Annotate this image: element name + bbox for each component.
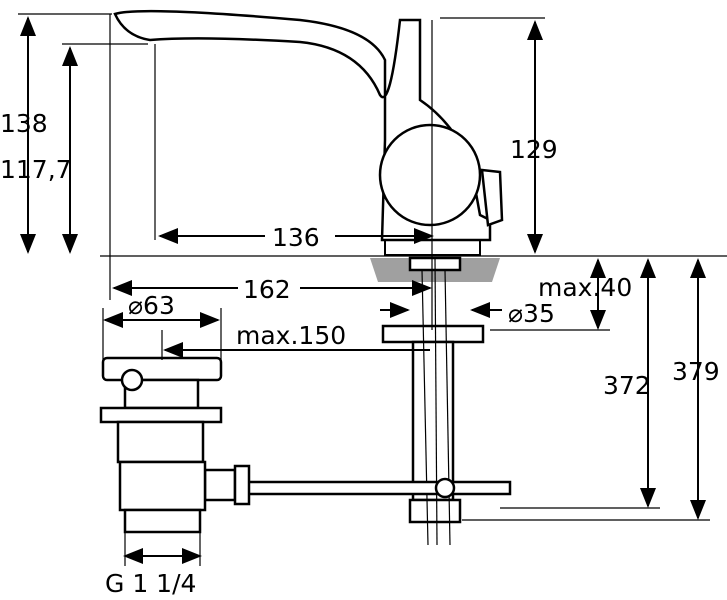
dim-162: 162 bbox=[243, 275, 291, 304]
dimension-lines bbox=[18, 13, 710, 566]
dim-max-150: max.150 bbox=[236, 321, 346, 350]
dim-max-40: max.40 bbox=[538, 273, 632, 302]
dim-372: 372 bbox=[603, 371, 651, 400]
dim-thread: G 1 1/4 bbox=[105, 569, 196, 598]
dim-diameter-35: ⌀35 bbox=[508, 299, 555, 328]
dim-diameter-63: ⌀63 bbox=[128, 291, 175, 320]
dim-117-7: 117,7 bbox=[0, 155, 72, 184]
faucet bbox=[113, 9, 504, 256]
dim-138: 138 bbox=[0, 109, 48, 138]
waste-fitting bbox=[99, 330, 251, 534]
dim-136: 136 bbox=[272, 223, 320, 252]
supply-assembly bbox=[223, 256, 512, 546]
dim-129: 129 bbox=[510, 135, 558, 164]
dim-379: 379 bbox=[672, 357, 720, 386]
